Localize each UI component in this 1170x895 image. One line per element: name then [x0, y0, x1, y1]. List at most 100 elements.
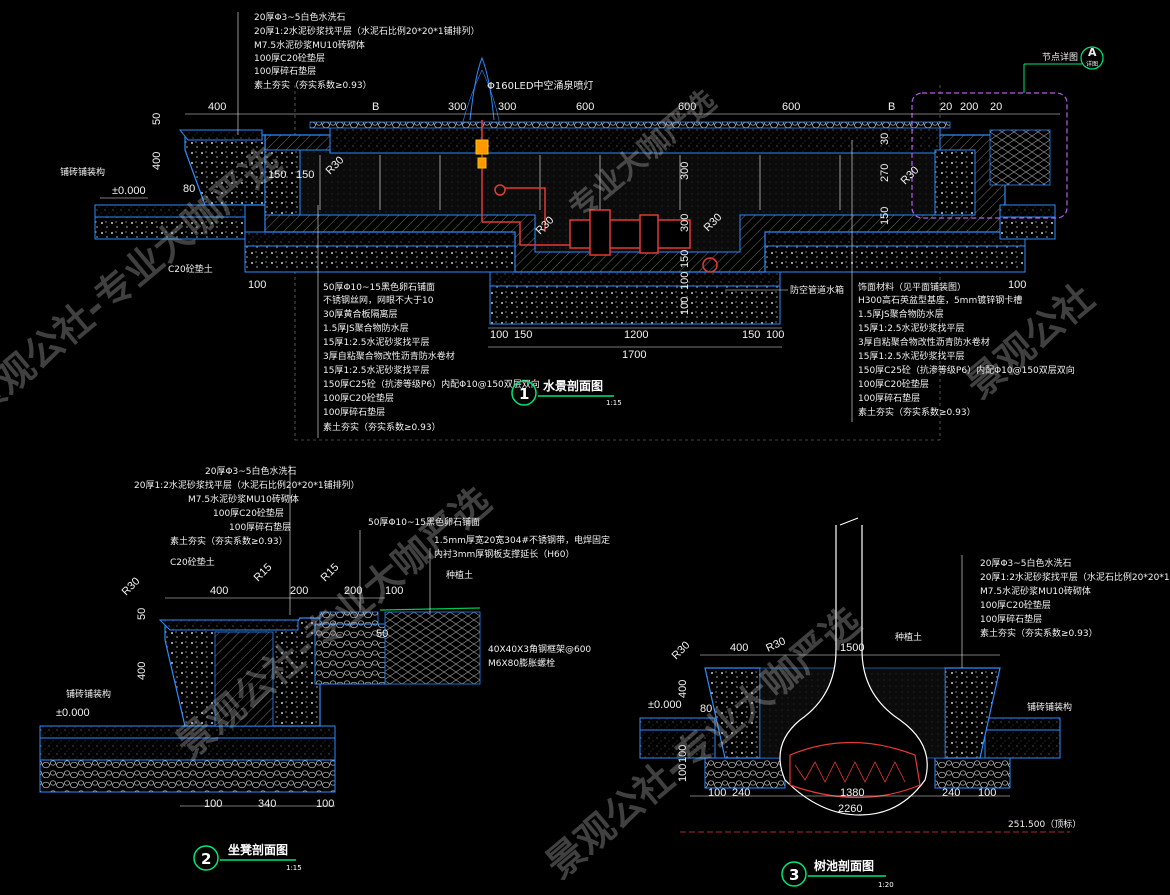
s2-brick-area [384, 611, 481, 685]
s1-left-label-1: ±0.000 [112, 185, 146, 197]
s3-title: 树池剖面图 [814, 858, 874, 873]
s2-plant-box [314, 623, 391, 685]
s1-right-bot-dim: 100 [1008, 279, 1026, 291]
s1-br-note-5: 15厚1:2.5水泥砂浆找平层 [858, 350, 965, 362]
s1-vdim-4: 150 [296, 169, 314, 181]
s1-pipe-system [481, 120, 718, 273]
s2-note-4: 100厚碎石垫层 [229, 521, 291, 533]
s3-note-4: 100厚碎石垫层 [980, 613, 1042, 625]
s3-bdim-1: 240 [732, 787, 750, 799]
s3-note-5: 素土夯实（夯实系数≥0.93） [980, 627, 1098, 639]
s1-bdim-1: 150 [514, 329, 532, 341]
s1-bl-note-4: 15厚1:2.5水泥砂浆找平层 [323, 336, 430, 348]
s1-dim-top-1: B [372, 101, 379, 113]
s2-tdim-3: 100 [385, 585, 403, 597]
s1-callout-marker [1080, 46, 1104, 70]
s1-br-note-4: 3厚自粘聚合物改性沥青防水卷材 [858, 336, 990, 348]
s1-left-label-0: 铺砖铺装构 [60, 166, 105, 178]
s1-dim-top-6: 600 [782, 101, 800, 113]
s1-bl-note-7: 150厚C25砼（抗渗等级P6）内配Φ10@150双层双向 [323, 378, 540, 390]
s2-pave-label: 铺砖铺装构 [66, 688, 111, 700]
s1-support-posts [319, 155, 841, 210]
s1-dim-top-9: 200 [960, 101, 978, 113]
s1-br-note-8: 100厚碎石垫层 [858, 392, 920, 404]
s2-bdim-1: 340 [258, 798, 276, 810]
s1-left-bot-dim: 100 [248, 279, 266, 291]
s3-tdim-0: 400 [730, 642, 748, 654]
s1-title-number-circle [511, 380, 537, 406]
s3-bdim-0: 100 [708, 787, 726, 799]
s1-dim-top-7: B [888, 101, 895, 113]
s1-br-note-9: 素土夯实（夯实系数≥0.93） [858, 406, 976, 418]
s3-bdim-2: 1380 [840, 787, 864, 799]
s2-c20-label: C20砼垫土 [170, 556, 215, 568]
s1-drain-label: 防空管道水箱 [790, 284, 844, 296]
s2-radius-0: R30 [120, 575, 143, 598]
s2-bdim-0: 100 [204, 798, 222, 810]
section-2-bench: 20厚Φ3~5白色水洗石 20厚1:2水泥砂浆找平层（水泥石比例20*20*1铺… [39, 465, 610, 872]
s1-dim-top-2: 300 [448, 101, 466, 113]
s1-gravel-left [244, 245, 516, 273]
s3-note-0: 20厚Φ3~5白色水洗石 [980, 557, 1072, 569]
s3-bdim-total: 2260 [838, 803, 862, 815]
s1-left-coping [178, 129, 263, 141]
s1-top-note-0: 20厚Φ3~5白色水洗石 [254, 11, 346, 23]
s2-note-3: 100厚C20砼垫层 [213, 507, 284, 519]
section-3-tree-pit: 20厚Φ3~5白色水洗石 20厚1:2水泥砂浆找平层（水泥石比例20*20*1铺… [639, 517, 1170, 889]
s1-bl-note-1: 不锈钢丝网，网眼不大于10 [323, 294, 434, 306]
s1-dim-top-5: 600 [678, 101, 696, 113]
s1-title: 水景剖面图 [543, 378, 603, 393]
s1-bl-note-2: 30厚黄合板隔离层 [323, 308, 397, 320]
s2-scale: 1:15 [286, 864, 302, 872]
s1-detail-callout-box [911, 92, 1068, 219]
s1-bdim-2: 1200 [624, 329, 648, 341]
s2-gravel [39, 759, 336, 793]
s1-vdim-2: 80 [183, 183, 195, 195]
s3-sdim-2: 100 [677, 764, 689, 782]
s1-vdim-0: 50 [151, 113, 163, 125]
s1-slab-left [244, 231, 516, 247]
s3-note-2: M7.5水泥砂浆MU10砖砌体 [980, 585, 1091, 597]
s3-ground-label: ±0.000 [648, 699, 682, 711]
s3-tdim-1: 1500 [840, 642, 864, 654]
s1-inner-wall-l [264, 149, 301, 216]
s3-trunk [779, 525, 928, 816]
s1-callout-label: 节点详图 [1042, 51, 1078, 63]
s1-br-note-3: 15厚1:2.5水泥砂浆找平层 [858, 322, 965, 334]
s3-sdim-0: 400 [677, 680, 689, 698]
s2-bench-core [214, 631, 274, 727]
s2-radius-1: R15 [252, 561, 275, 584]
s1-top-note-4: 100厚碎石垫层 [254, 65, 316, 77]
s1-nozzle [461, 56, 501, 169]
s3-sdim-1: 80 [700, 703, 712, 715]
s2-bolt-note: M6X80膨胀螺栓 [488, 657, 555, 669]
s2-sdim-2: 50 [376, 628, 388, 640]
s3-radius-0: R30 [670, 639, 693, 662]
s2-tdim-0: 400 [210, 585, 228, 597]
s2-radius-2: R15 [319, 561, 342, 584]
s1-stone-cap [309, 121, 951, 129]
s3-bdim-4: 100 [978, 787, 996, 799]
s1-callout-marker-label: A [1088, 46, 1097, 59]
s1-dim-top-8: 20 [940, 101, 952, 113]
s3-pave-r [984, 717, 1061, 731]
s1-bdim-0: 100 [490, 329, 508, 341]
s1-brick-detail [989, 129, 1051, 186]
s1-dim-top-0: 400 [208, 101, 226, 113]
s1-gravel-pit [489, 283, 781, 325]
s1-vdim-5: 300 [679, 162, 691, 180]
s3-soil-label: 种植土 [895, 631, 922, 643]
s3-base-r [984, 729, 1061, 759]
s3-sdim-3: 100 [677, 745, 689, 763]
s1-top-note-2: M7.5水泥砂浆MU10砖砌体 [254, 39, 365, 51]
section-1-water-feature: A 详图 节点详图 防空管道水箱 Φ160LED中空涌泉喷灯 400 B 300… [60, 11, 1104, 438]
s1-bl-note-6: 15厚1:2.5水泥砂浆找平层 [323, 364, 430, 376]
s2-steel-note2: 内衬3mm厚钢板支撑延长（H60） [434, 548, 574, 560]
s1-bdim-3: 150 [742, 329, 760, 341]
s1-vdim-3: 150 [268, 169, 286, 181]
s1-bl-note-10: 素土夯实（夯实系数≥0.93） [323, 421, 441, 433]
s2-plant-label: 种植土 [446, 569, 473, 581]
s2-note-0: 20厚Φ3~5白色水洗石 [205, 465, 297, 477]
s1-gravel-right [764, 245, 1026, 273]
s3-footing-l [704, 757, 786, 789]
